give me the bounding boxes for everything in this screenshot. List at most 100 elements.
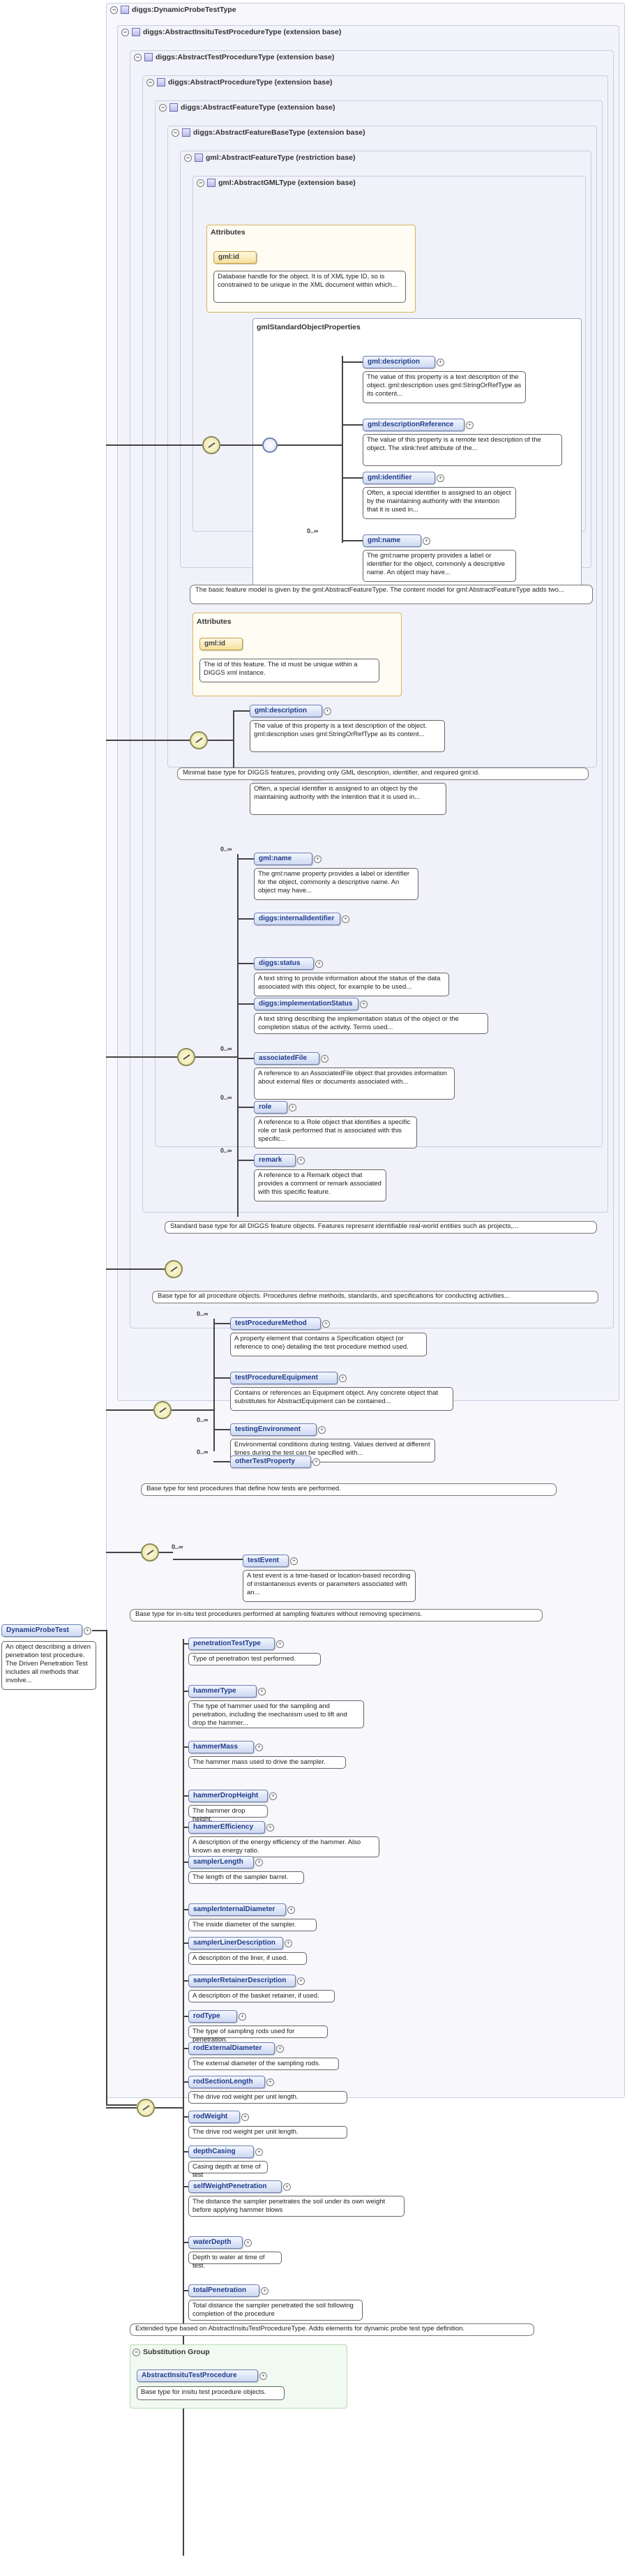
gml-id-attribute[interactable]: gml:id [199,638,243,650]
expand-icon[interactable]: + [342,915,349,923]
root-element-dynamic-probe-test[interactable]: DynamicProbeTest [1,1624,82,1637]
expand-icon[interactable]: + [466,421,474,429]
expand-icon[interactable]: + [255,2148,263,2156]
expand-icon[interactable]: + [259,2372,267,2380]
expand-icon[interactable]: + [322,1320,330,1328]
documentation-text: An object describing a driven penetratio… [1,1641,96,1690]
expand-icon[interactable]: + [283,2183,291,2191]
expand-icon[interactable]: + [269,1792,277,1800]
collapse-toggle-icon[interactable]: − [133,2348,140,2356]
feature-element-6[interactable]: remark [254,1154,296,1167]
dynamic-probe-element-0[interactable]: penetrationTestType [188,1638,275,1650]
insitu-element-0[interactable]: testEvent [243,1555,289,1567]
expand-icon[interactable]: + [297,1977,305,1985]
dynamic-probe-element-1[interactable]: hammerType [188,1685,257,1698]
dynamic-probe-element-11[interactable]: rodSectionLength [188,2076,265,2088]
expand-icon[interactable]: + [239,2013,246,2021]
expand-icon[interactable]: + [244,2239,252,2247]
sequence-compositor-icon[interactable] [165,1260,183,1278]
sequence-compositor-icon[interactable] [190,731,208,749]
dynamic-probe-element-10[interactable]: rodExternalDiameter [188,2042,275,2055]
expand-icon[interactable]: + [324,707,331,715]
complex-type-icon [157,78,165,87]
expand-icon[interactable]: + [339,1375,347,1382]
sequence-compositor-icon[interactable] [177,1048,195,1066]
expand-icon[interactable]: + [84,1627,91,1635]
dynamic-probe-element-4[interactable]: hammerEfficiency [188,1821,265,1834]
dynamic-probe-element-12[interactable]: rodWeight [188,2111,240,2123]
dynamic-probe-element-15[interactable]: waterDepth [188,2236,243,2249]
dynamic-probe-element-6[interactable]: samplerInternalDiameter [188,1903,286,1916]
collapse-toggle-icon[interactable]: − [146,78,154,87]
expand-icon[interactable]: + [266,1824,274,1832]
dynamic-probe-element-7[interactable]: samplerLinerDescription [188,1937,283,1949]
sequence-compositor-icon[interactable] [153,1401,172,1419]
dynamic-probe-element-13[interactable]: depthCasing [188,2146,254,2158]
expand-icon[interactable]: + [312,1458,320,1466]
dynamic-probe-element-16[interactable]: totalPenetration [188,2284,259,2297]
dynamic-probe-element-14[interactable]: selfWeightPenetration [188,2180,282,2193]
substitution-group-label: Substitution Group [143,2348,210,2356]
expand-icon[interactable]: + [423,537,430,545]
dynamic-probe-element-5[interactable]: samplerLength [188,1856,254,1869]
collapse-toggle-icon[interactable]: − [197,179,204,187]
expand-icon[interactable]: + [287,1906,295,1914]
expand-icon[interactable]: + [297,1157,305,1165]
expand-icon[interactable]: + [289,1104,296,1111]
expand-icon[interactable]: + [360,1001,368,1008]
expand-icon[interactable]: + [276,2045,284,2053]
feature-base-element-0[interactable]: gml:description [250,705,322,717]
gml-std-element-2[interactable]: gml:identifier [363,472,435,484]
test-procedure-element-3[interactable]: otherTestProperty [230,1455,311,1468]
expand-icon[interactable]: + [285,1940,292,1947]
gml-id-attribute[interactable]: gml:id [213,251,257,264]
sequence-compositor-icon[interactable] [137,2099,155,2117]
expand-icon[interactable]: + [241,2113,249,2121]
expand-icon[interactable]: + [437,359,444,366]
expand-icon[interactable]: + [315,960,323,968]
expand-icon[interactable]: + [276,1640,284,1648]
feature-element-5[interactable]: role [254,1101,287,1114]
collapse-toggle-icon[interactable]: − [184,153,192,162]
sequence-compositor-icon[interactable] [202,436,220,454]
expand-icon[interactable]: + [255,1859,263,1866]
test-procedure-element-2[interactable]: testingEnvironment [230,1423,317,1436]
gml-std-element-3[interactable]: gml:name [363,534,421,547]
connector-line [183,1827,188,1828]
expand-icon[interactable]: + [261,2287,269,2295]
test-procedure-element-0[interactable]: testProcedureMethod [230,1317,321,1330]
collapse-toggle-icon[interactable]: − [172,128,179,137]
connector-line [183,2116,188,2118]
expand-icon[interactable]: + [437,474,444,482]
expand-icon[interactable]: + [318,1426,326,1434]
dynamic-probe-element-3[interactable]: hammerDropHeight [188,1790,268,1802]
dynamic-probe-element-8[interactable]: samplerRetainerDescription [188,1975,296,1987]
collapse-toggle-icon[interactable]: − [134,53,142,61]
dynamic-probe-element-9[interactable]: rodType [188,2010,237,2023]
feature-element-0[interactable]: gml:name [254,853,312,865]
feature-element-1[interactable]: diggs:internalIdentifier [254,913,340,925]
expand-icon[interactable]: + [321,1055,328,1063]
sequence-compositor-icon[interactable] [141,1543,159,1562]
gml-std-element-1[interactable]: gml:descriptionReference [363,419,464,431]
feature-element-4[interactable]: associatedFile [254,1052,319,1065]
expand-icon[interactable]: + [258,1688,266,1695]
substitution-element[interactable]: AbstractInsituTestProcedure [137,2369,258,2382]
test-procedure-element-1[interactable]: testProcedureEquipment [230,1372,338,1384]
feature-element-3[interactable]: diggs:implementationStatus [254,998,358,1010]
collapse-toggle-icon[interactable]: − [121,28,129,36]
collapse-toggle-icon[interactable]: − [110,6,118,14]
connector-line [237,963,254,964]
type-annotation-note: Base type for test procedures that defin… [141,1483,557,1496]
sequence-icon[interactable] [262,437,278,453]
dynamic-probe-element-2[interactable]: hammerMass [188,1741,254,1753]
gml-std-element-0[interactable]: gml:description [363,356,435,368]
documentation-text: Total distance the sampler penetrated th… [188,2300,363,2321]
expand-icon[interactable]: + [255,1744,263,1751]
connector-line [155,2107,183,2109]
expand-icon[interactable]: + [314,855,322,863]
feature-element-2[interactable]: diggs:status [254,957,314,970]
collapse-toggle-icon[interactable]: − [159,103,167,112]
expand-icon[interactable]: + [290,1557,298,1565]
expand-icon[interactable]: + [266,2079,274,2086]
